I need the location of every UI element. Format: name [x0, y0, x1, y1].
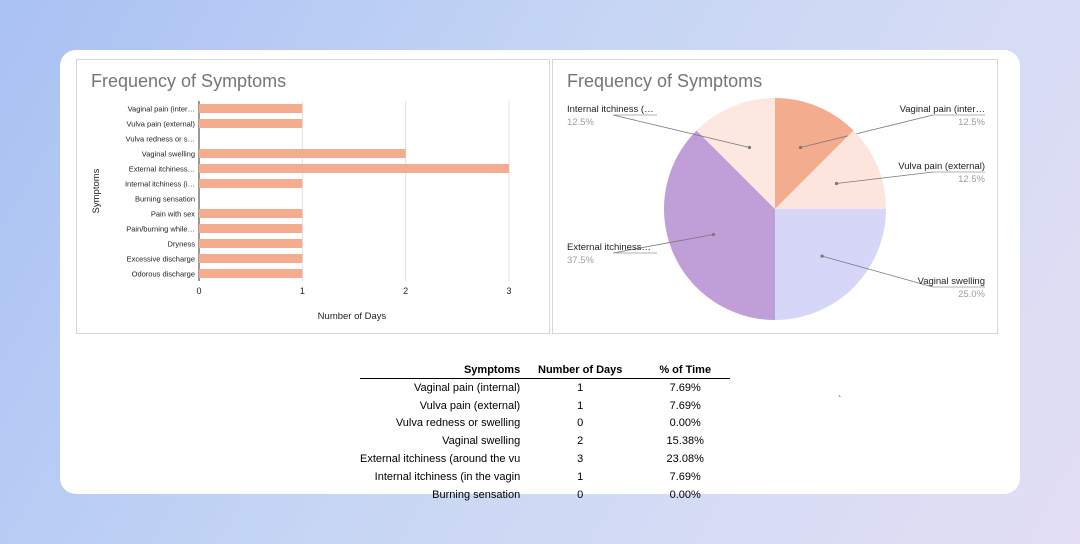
pie-slice-percent: 12.5% — [958, 174, 985, 185]
cell-percent: 0.00% — [669, 488, 701, 501]
cell-days: 1 — [577, 381, 584, 394]
y-category-label: Excessive discharge — [127, 255, 195, 264]
x-axis-title: Number of Days — [318, 311, 387, 322]
y-category-label: Odorous discharge — [132, 270, 195, 279]
x-tick-label: 3 — [506, 286, 511, 296]
table-row: Vulva redness or swelling 0 0.00% — [360, 415, 730, 433]
pie-slice-label: Vaginal pain (inter… — [900, 104, 985, 115]
cell-symptom: Vaginal pain (internal) — [414, 381, 521, 394]
pie-leader-dot — [834, 181, 839, 186]
cell-percent: 7.69% — [669, 470, 701, 483]
table-row: Vaginal pain (internal) 1 7.69% — [360, 379, 730, 397]
cell-percent: 0.00% — [669, 417, 701, 430]
y-axis-title: Symptoms — [91, 168, 102, 213]
cell-days: 3 — [577, 453, 584, 466]
cell-symptom: Internal itchiness (in the vagin — [374, 470, 521, 483]
symptoms-table-container: Symptoms Number of Days % of Time Vagina… — [360, 362, 820, 504]
table-row: Internal itchiness (in the vagin 1 7.69% — [360, 468, 730, 486]
cell-percent: 7.69% — [669, 399, 701, 412]
pie-slice — [696, 98, 775, 209]
cell-percent: 23.08% — [666, 453, 704, 466]
bar — [199, 224, 303, 233]
pie-leader-line — [612, 114, 750, 148]
pie-leader-line — [836, 171, 934, 184]
pie-leader-dot — [747, 145, 752, 150]
y-category-label: Dryness — [167, 240, 195, 249]
y-category-label: Pain with sex — [151, 210, 195, 219]
table-row: Burning sensation 0 0.00% — [360, 486, 730, 504]
pie-slice-label: Vulva pain (external) — [898, 161, 985, 172]
bar — [199, 164, 509, 173]
bar — [199, 254, 303, 263]
y-category-label: Vaginal pain (inter… — [128, 105, 195, 114]
bar — [199, 269, 303, 278]
y-category-label: Pain/burning while… — [126, 225, 195, 234]
header-symptoms: Symptoms — [360, 362, 521, 379]
bar-chart: 0 1 2 3 Vaginal pain (inter… Vulva pain (exte… — [91, 101, 512, 322]
y-category-label: Internal itchiness (i… — [125, 180, 195, 189]
cell-symptom: Vulva pain (external) — [419, 399, 521, 412]
bar — [199, 179, 303, 188]
table-header-row: Symptoms Number of Days % of Time — [360, 362, 731, 379]
pie-slice-percent: 25.0% — [958, 289, 985, 300]
bar-chart-panel: Frequency of Symptoms 0 1 2 3 Vaginal pain (… — [76, 59, 550, 334]
pie-leader-line — [612, 234, 714, 254]
table-row: Vulva pain (external) 1 7.69% — [360, 397, 730, 415]
symptoms-table: Symptoms Number of Days % of Time Vagina… — [360, 362, 731, 504]
pie-slice-percent: 12.5% — [567, 117, 594, 128]
bar-chart-title: Frequency of Symptoms — [91, 71, 287, 91]
cell-symptom: External itchiness (around the vu — [360, 453, 521, 466]
cell-days: 2 — [577, 435, 584, 448]
pie-slice — [775, 98, 854, 209]
cell-days: 1 — [577, 399, 584, 412]
pie-leader-line — [800, 114, 934, 148]
pie-slice-label: Internal itchiness (… — [567, 104, 654, 115]
pie-leader-dot — [711, 232, 716, 237]
pie-chart-title: Frequency of Symptoms — [567, 71, 763, 91]
y-category-label: Vaginal swelling — [142, 150, 195, 159]
header-number-of-days: Number of Days — [520, 362, 641, 379]
pie-chart: Vaginal pain (inter… 12.5% Vulva pain (ext… — [567, 98, 986, 320]
x-tick-label: 0 — [196, 286, 201, 296]
pie-chart-panel: Frequency of Symptoms Vaginal pain (inte… — [552, 59, 998, 334]
y-category-label: Vulva pain (external) — [126, 120, 195, 129]
pie-slice-label: External itchiness… — [567, 242, 651, 253]
table-row: External itchiness (around the vu 3 23.08% — [360, 450, 730, 468]
pie-slice — [664, 130, 775, 320]
cell-symptom: Vaginal swelling — [442, 435, 521, 448]
bar — [199, 119, 303, 128]
pie-slice — [775, 209, 886, 320]
cell-percent: 15.38% — [666, 435, 704, 448]
y-category-label: External itchiness… — [129, 165, 195, 174]
cell-days: 0 — [577, 417, 584, 430]
cell-days: 0 — [577, 488, 584, 501]
table-row: Vaginal swelling 2 15.38% — [360, 432, 730, 450]
pie-leader-line — [821, 255, 934, 288]
x-tick-label: 2 — [403, 286, 408, 296]
pie-slice-percent: 12.5% — [958, 117, 985, 128]
cell-days: 1 — [577, 470, 584, 483]
bar — [199, 239, 303, 248]
stray-mark: ` — [838, 395, 842, 406]
cell-symptom: Burning sensation — [432, 488, 521, 501]
x-tick-label: 1 — [300, 286, 305, 296]
pie-leader-dot — [798, 145, 803, 150]
pie-slice — [775, 130, 886, 209]
pie-slice-percent: 37.5% — [567, 255, 594, 266]
bar — [199, 149, 406, 158]
pie-leader-dot — [820, 254, 824, 258]
bar — [199, 104, 303, 113]
cell-symptom: Vulva redness or swelling — [395, 417, 521, 430]
y-category-label: Vulva redness or s… — [126, 135, 195, 144]
bar — [199, 209, 303, 218]
header-percent-time: % of Time — [640, 362, 731, 379]
cell-percent: 7.69% — [669, 381, 701, 394]
y-category-label: Burning sensation — [135, 195, 195, 204]
pie-slice-label: Vaginal swelling — [918, 276, 985, 287]
